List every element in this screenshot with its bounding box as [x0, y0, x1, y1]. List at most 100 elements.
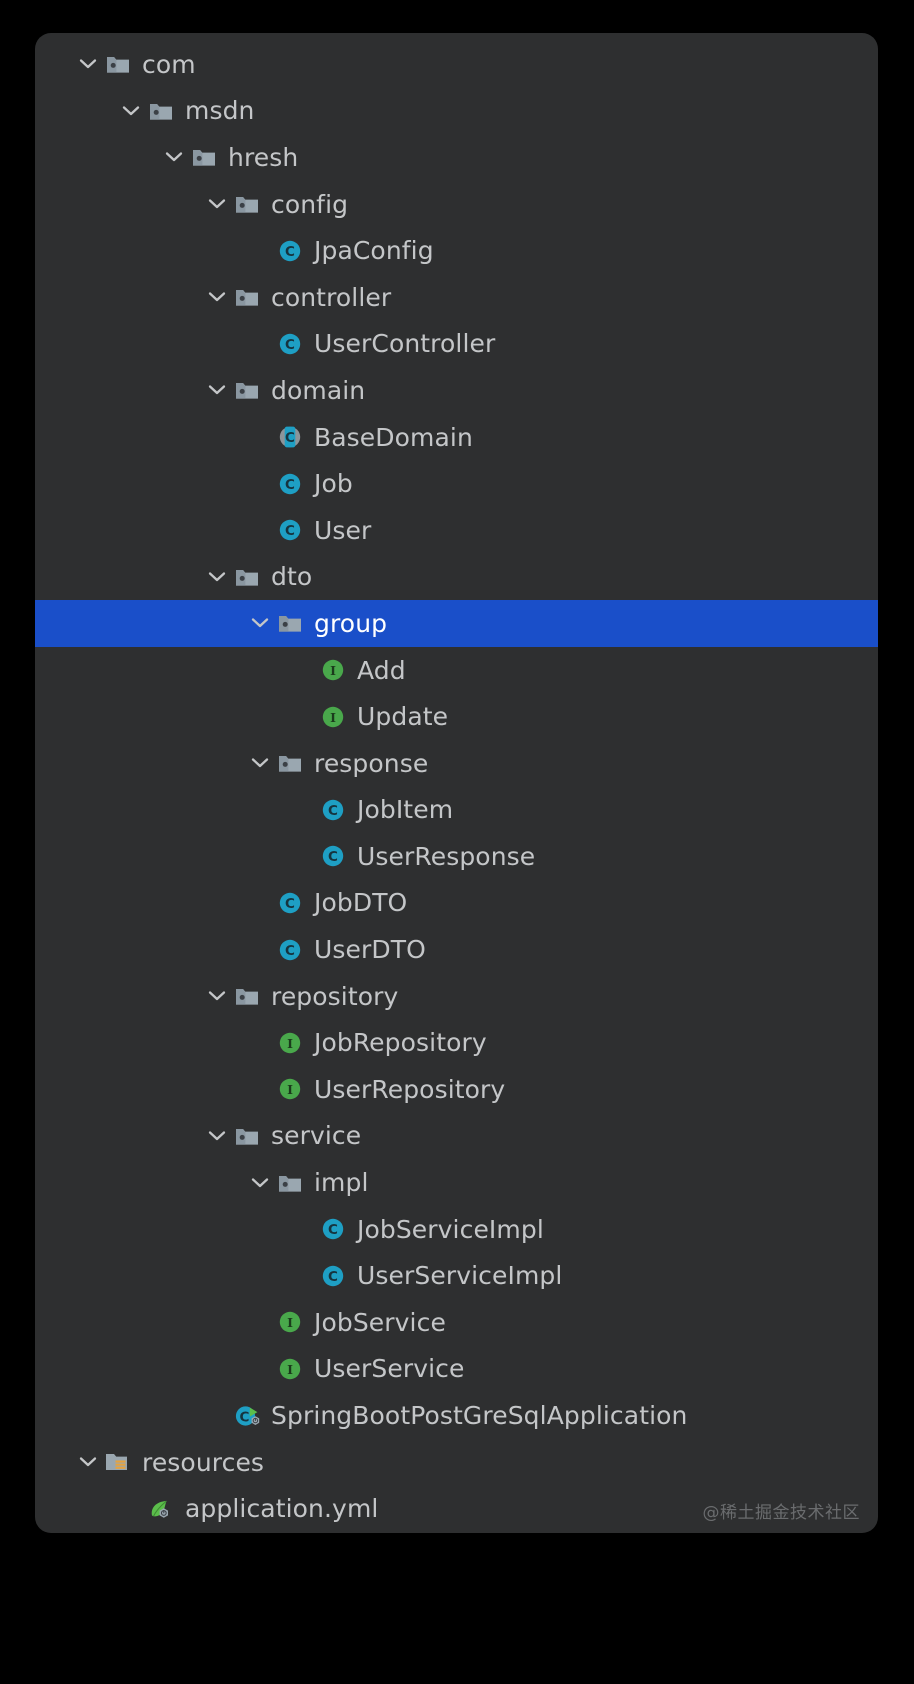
tree-row[interactable]: controller: [35, 274, 878, 321]
tree-row[interactable]: response: [35, 740, 878, 787]
tree-row[interactable]: repository: [35, 973, 878, 1020]
abstract-class-icon: C: [275, 422, 305, 452]
chevron-down-icon[interactable]: [73, 49, 103, 79]
tree-node-label: config: [271, 189, 349, 219]
svg-text:C: C: [285, 943, 295, 959]
tree-row[interactable]: domain: [35, 367, 878, 414]
package-folder-icon: [232, 1121, 262, 1151]
tree-chevron-spacer: [288, 655, 318, 685]
tree-node-label: User: [314, 515, 372, 545]
tree-row[interactable]: impl: [35, 1159, 878, 1206]
tree-chevron-spacer: [288, 795, 318, 825]
tree-row[interactable]: C Job: [35, 460, 878, 507]
java-class-icon: C: [275, 888, 305, 918]
java-interface-icon: I: [275, 1074, 305, 1104]
tree-node-label: hresh: [228, 142, 299, 172]
tree-row[interactable]: dto: [35, 554, 878, 601]
tree-chevron-spacer: [202, 1401, 232, 1431]
tree-chevron-spacer: [288, 702, 318, 732]
chevron-down-icon[interactable]: [245, 748, 275, 778]
java-class-icon: C: [318, 1214, 348, 1244]
package-folder-icon: [189, 142, 219, 172]
tree-node-label: domain: [271, 375, 366, 405]
java-interface-icon: I: [318, 702, 348, 732]
tree-node-label: application.yml: [185, 1494, 379, 1524]
chevron-down-icon[interactable]: [202, 981, 232, 1011]
tree-chevron-spacer: [245, 236, 275, 266]
svg-text:C: C: [285, 477, 295, 493]
tree-chevron-spacer: [116, 1494, 146, 1524]
tree-node-label: Update: [357, 702, 449, 732]
tree-node-label: service: [271, 1121, 362, 1151]
package-folder-icon: [275, 1168, 305, 1198]
tree-row[interactable]: C BaseDomain: [35, 414, 878, 461]
tree-node-label: impl: [314, 1168, 369, 1198]
svg-text:I: I: [330, 710, 336, 725]
svg-text:C: C: [328, 1222, 338, 1238]
java-interface-icon: I: [275, 1354, 305, 1384]
chevron-down-icon[interactable]: [202, 189, 232, 219]
tree-node-label: UserResponse: [357, 841, 536, 871]
tree-node-label: BaseDomain: [314, 422, 473, 452]
java-interface-icon: I: [275, 1307, 305, 1337]
tree-chevron-spacer: [245, 329, 275, 359]
svg-text:C: C: [328, 803, 338, 819]
chevron-down-icon[interactable]: [245, 608, 275, 638]
chevron-down-icon[interactable]: [73, 1447, 103, 1477]
svg-text:C: C: [239, 1409, 249, 1425]
tree-row[interactable]: group: [35, 600, 878, 647]
tree-row[interactable]: com: [35, 41, 878, 88]
package-folder-icon: [232, 981, 262, 1011]
tree-chevron-spacer: [288, 1261, 318, 1291]
java-class-icon: C: [275, 935, 305, 965]
tree-row[interactable]: I Update: [35, 693, 878, 740]
java-class-icon: C: [318, 841, 348, 871]
svg-text:C: C: [328, 1269, 338, 1285]
tree-row[interactable]: service: [35, 1113, 878, 1160]
tree-row[interactable]: resources: [35, 1439, 878, 1486]
tree-node-label: JpaConfig: [314, 236, 434, 266]
tree-chevron-spacer: [288, 1214, 318, 1244]
tree-row[interactable]: C UserResponse: [35, 833, 878, 880]
chevron-down-icon[interactable]: [202, 1121, 232, 1151]
java-interface-icon: I: [275, 1028, 305, 1058]
chevron-down-icon[interactable]: [245, 1168, 275, 1198]
chevron-down-icon[interactable]: [202, 562, 232, 592]
tree-chevron-spacer: [245, 422, 275, 452]
tree-row[interactable]: application.yml: [35, 1485, 878, 1532]
spring-boot-app-icon: C: [232, 1401, 262, 1431]
tree-node-label: controller: [271, 282, 392, 312]
tree-chevron-spacer: [245, 1074, 275, 1104]
tree-chevron-spacer: [245, 469, 275, 499]
chevron-down-icon[interactable]: [159, 142, 189, 172]
java-class-icon: C: [318, 1261, 348, 1291]
chevron-down-icon[interactable]: [116, 96, 146, 126]
tree-node-label: UserController: [314, 329, 496, 359]
tree-row[interactable]: hresh: [35, 134, 878, 181]
tree-node-label: Job: [314, 469, 353, 499]
tree-row[interactable]: msdn: [35, 88, 878, 135]
svg-text:C: C: [285, 896, 295, 912]
package-folder-icon: [232, 282, 262, 312]
svg-text:C: C: [285, 430, 295, 446]
chevron-down-icon[interactable]: [202, 282, 232, 312]
chevron-down-icon[interactable]: [202, 375, 232, 405]
tree-row[interactable]: config: [35, 181, 878, 228]
package-folder-icon: [275, 608, 305, 638]
package-folder-icon: [232, 375, 262, 405]
